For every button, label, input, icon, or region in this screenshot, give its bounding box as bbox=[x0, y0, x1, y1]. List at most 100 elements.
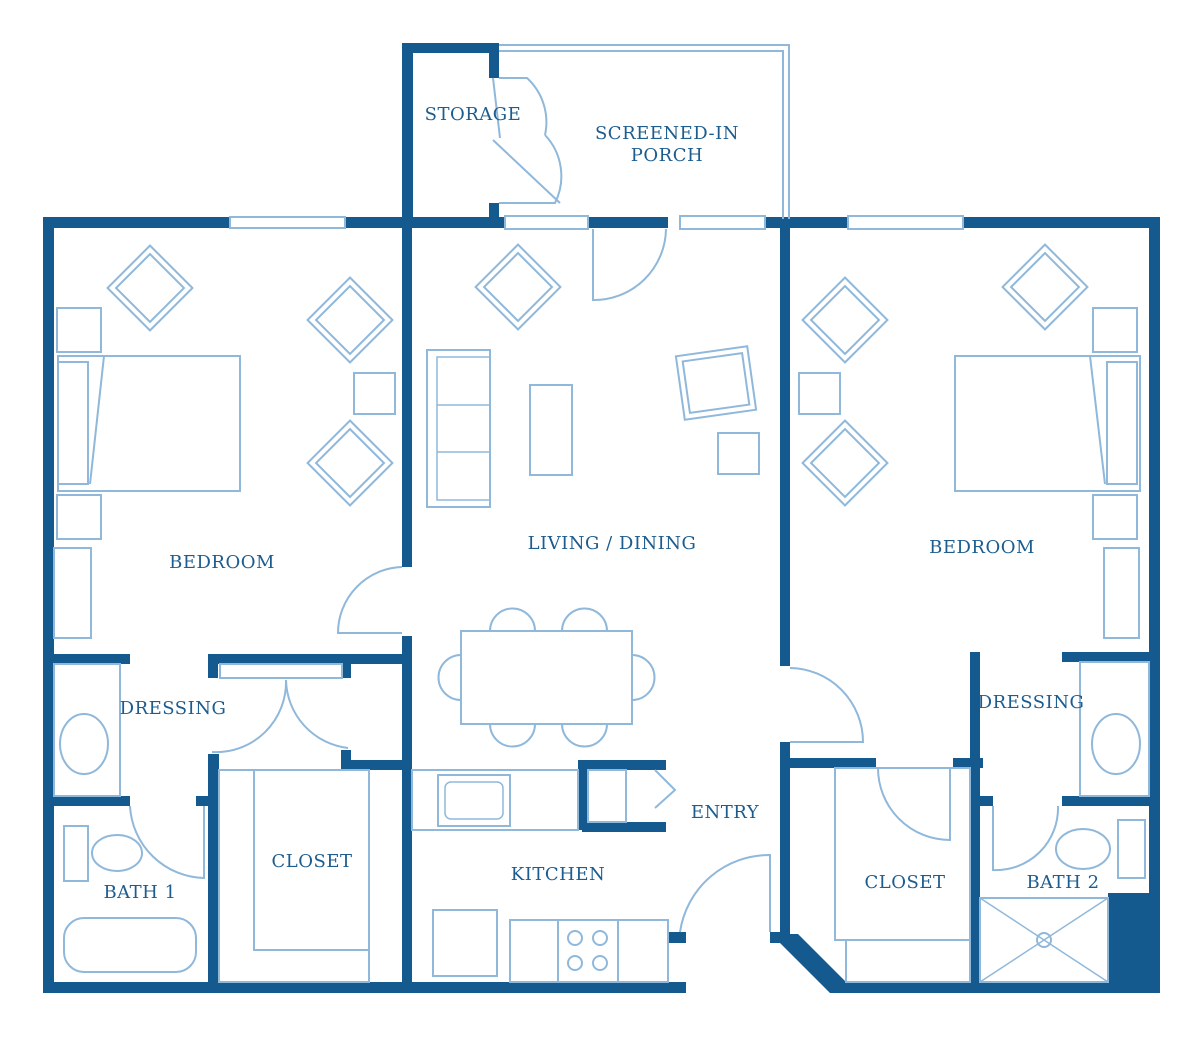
wall-top-mid bbox=[588, 217, 668, 228]
label-porch-line2: PORCH bbox=[631, 145, 703, 166]
burner-4 bbox=[592, 955, 608, 971]
wall-entry-cabinet-top bbox=[582, 760, 666, 770]
nightstand-right-bottom bbox=[1092, 494, 1138, 540]
wall-closet-kitchen bbox=[341, 760, 412, 770]
nightstand-left-top bbox=[56, 307, 102, 353]
label-bedroom-right: BEDROOM bbox=[929, 537, 1035, 558]
armchair-right-2 bbox=[801, 419, 889, 507]
bed-right bbox=[954, 355, 1141, 492]
window-left-bedroom bbox=[229, 216, 346, 229]
wall-right-bath-top-stub bbox=[975, 796, 993, 806]
closet-right-rod bbox=[845, 939, 971, 983]
living-side-table bbox=[717, 432, 760, 475]
bath1-toilet-tank bbox=[63, 825, 89, 882]
kitchen-counter-bottom bbox=[509, 919, 669, 983]
wall-bedroom-living-lower bbox=[402, 636, 412, 993]
wall-bedroom-living bbox=[402, 217, 412, 567]
label-kitchen: KITCHEN bbox=[511, 864, 605, 885]
entry-cabinet bbox=[587, 769, 627, 823]
right-bedroom-furniture bbox=[798, 243, 1141, 639]
wall-dressing-bath bbox=[43, 796, 130, 806]
entry-door bbox=[679, 853, 771, 933]
armchair-left-3 bbox=[306, 419, 394, 507]
closet-left-inner bbox=[253, 769, 370, 951]
label-bath-2: BATH 2 bbox=[1026, 872, 1099, 893]
living-armchair-1 bbox=[474, 243, 562, 331]
storage-door-top bbox=[499, 77, 548, 136]
closet-door-right bbox=[285, 679, 349, 749]
kitchen-counter-top bbox=[411, 769, 579, 831]
label-entry: ENTRY bbox=[691, 802, 760, 823]
wall-top-right bbox=[963, 217, 1160, 228]
bath1-tub bbox=[63, 917, 197, 973]
bed-left-pillow bbox=[57, 361, 89, 485]
label-bath-1: BATH 1 bbox=[103, 882, 176, 903]
wall-bottom-left bbox=[43, 982, 686, 993]
wall-top-left bbox=[43, 217, 230, 228]
armchair-right-1 bbox=[801, 276, 889, 364]
wall-right-dressing-top bbox=[1062, 652, 1160, 662]
wall-bath1-right bbox=[208, 754, 219, 993]
dresser-right bbox=[1103, 547, 1140, 639]
storage-door-bottom bbox=[499, 134, 563, 204]
wall-right-dressing-left bbox=[970, 652, 980, 993]
wall-diagonal bbox=[780, 934, 846, 993]
wall-bath-small bbox=[196, 796, 208, 806]
label-dressing-left: DRESSING bbox=[120, 698, 227, 719]
bath2-toilet-tank bbox=[1117, 819, 1146, 879]
wall-entry-jamb bbox=[668, 932, 686, 943]
wall-closet-top-stub-l bbox=[208, 654, 218, 678]
window-living-2 bbox=[679, 215, 766, 230]
dressing-vanity-left bbox=[53, 663, 121, 797]
kitchen-sink bbox=[437, 774, 511, 827]
wall-storage-top bbox=[402, 43, 499, 53]
window-right-bedroom bbox=[847, 215, 964, 230]
bath2-door bbox=[992, 805, 1060, 872]
walls bbox=[43, 43, 1160, 993]
porch-screen-top bbox=[499, 44, 790, 219]
bed-right-pillow bbox=[1106, 361, 1138, 485]
window-closet bbox=[219, 663, 343, 679]
label-living-dining: LIVING / DINING bbox=[528, 533, 697, 554]
armchair-right-3 bbox=[1001, 243, 1089, 331]
burner-1 bbox=[567, 930, 583, 946]
label-closet-right: CLOSET bbox=[865, 872, 946, 893]
dressing-sink-right bbox=[1091, 713, 1141, 775]
bath2-shower bbox=[979, 897, 1109, 983]
wall-right-closet-top bbox=[780, 758, 876, 768]
storage-door-leaf-bottom bbox=[492, 139, 561, 204]
shower-drain bbox=[1036, 932, 1052, 948]
dining-chair-3 bbox=[489, 723, 536, 748]
wall-top-mid-2 bbox=[765, 217, 848, 228]
wall-entry-cabinet-bottom bbox=[582, 822, 666, 832]
porch-screen-top-inner bbox=[499, 50, 784, 219]
wall-right-corner-block bbox=[1108, 893, 1160, 993]
right-closet-door bbox=[877, 767, 951, 842]
burner-2 bbox=[592, 930, 608, 946]
windows bbox=[219, 215, 964, 679]
porch-screen bbox=[499, 44, 790, 219]
right-bedroom-door bbox=[789, 667, 865, 743]
dining-chair-4 bbox=[561, 723, 608, 748]
left-suite-fixtures bbox=[53, 663, 370, 983]
wall-right bbox=[1149, 217, 1160, 993]
wall-top-left-2 bbox=[345, 217, 505, 228]
wall-storage-stub-top bbox=[489, 43, 499, 78]
nightstand-right-top bbox=[1092, 307, 1138, 353]
dressing-vanity-right bbox=[1079, 661, 1150, 797]
bath1-toilet-bowl bbox=[91, 834, 143, 872]
nightstand-left-bottom bbox=[56, 494, 102, 540]
wall-right-closet-top-2 bbox=[953, 758, 983, 768]
wall-living-bedroom-right bbox=[780, 217, 790, 666]
bed-right-fold bbox=[1089, 355, 1106, 485]
bath1-door bbox=[129, 805, 205, 880]
bed-left bbox=[57, 355, 241, 492]
left-bedroom-furniture bbox=[53, 244, 396, 639]
dining-chair-2 bbox=[561, 607, 608, 632]
dressing-sink-left bbox=[59, 713, 109, 775]
fridge bbox=[432, 909, 498, 977]
storage-door-leaf-top bbox=[492, 77, 501, 139]
wall-dressing-top bbox=[43, 654, 130, 664]
bath2-toilet-bowl bbox=[1055, 828, 1111, 870]
label-bedroom-left: BEDROOM bbox=[169, 552, 275, 573]
